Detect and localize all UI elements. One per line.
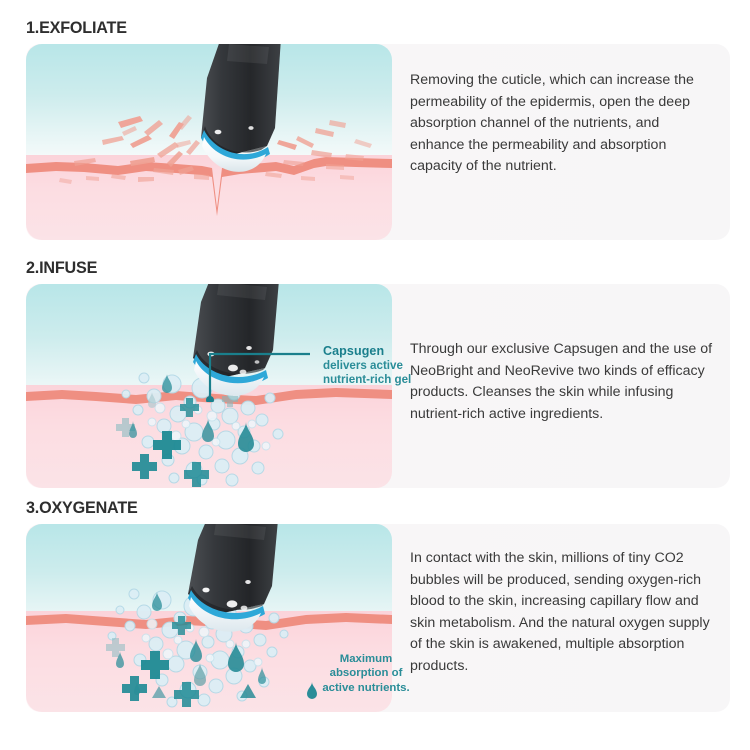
callout-max-line-1: Maximum (339, 653, 393, 665)
device-handpiece-oxygenate (166, 524, 306, 648)
callout-maximum-absorption: Maximum absorption of active nutrients. (312, 652, 420, 695)
section-body-exfoliate: Removing the cuticle, which can increase… (26, 44, 730, 240)
paragraph-oxygenate: In contact with the skin, millions of ti… (410, 550, 710, 674)
section-exfoliate: 1.EXFOLIATE (0, 18, 750, 240)
max-absorption-droplet-icon (305, 682, 319, 700)
section-title-oxygenate: 3.OXYGENATE (26, 498, 138, 517)
section-infuse: 2.INFUSE (0, 258, 750, 490)
capsugen-leader-line (204, 340, 314, 402)
illustration-exfoliate (26, 44, 392, 240)
paragraph-infuse: Through our exclusive Capsugen and the u… (410, 341, 713, 422)
section-body-infuse: Capsugen delivers active nutrient-rich g… (26, 284, 730, 488)
device-handpiece-exfoliate (171, 44, 306, 196)
callout-capsugen-title: Capsugen (323, 344, 385, 358)
callout-capsugen-line-1: delivers active (323, 359, 403, 372)
section-body-oxygenate: Maximum absorption of active nutrients. … (26, 524, 730, 712)
callout-capsugen-line-2: nutrient-rich gel (323, 373, 412, 387)
paragraph-exfoliate: Removing the cuticle, which can increase… (410, 72, 694, 174)
section-oxygenate: 3.OXYGENATE (0, 498, 750, 714)
callout-max-line-2: absorption of (329, 667, 403, 680)
callout-max-line-3: active nutrients. (322, 681, 410, 694)
section-title-infuse: 2.INFUSE (26, 258, 98, 277)
callout-capsugen: Capsugen delivers active nutrient-rich g… (323, 344, 411, 388)
section-title-exfoliate: 1.EXFOLIATE (26, 18, 127, 37)
